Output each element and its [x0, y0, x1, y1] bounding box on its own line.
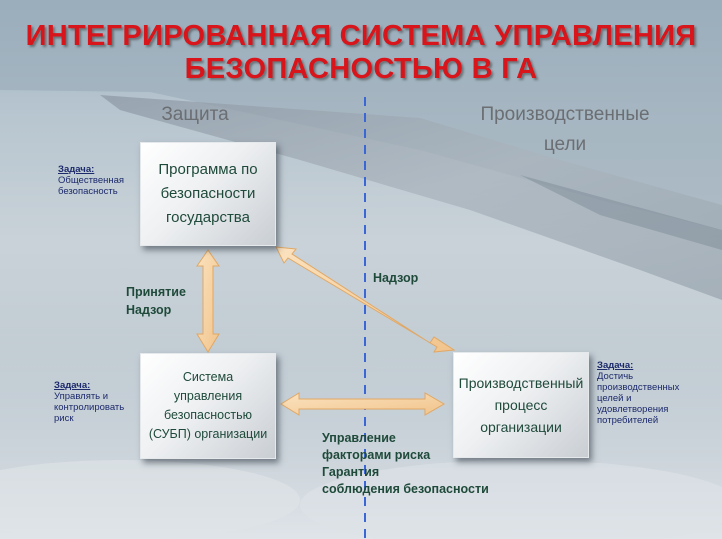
link-label-risk-management: Управление факторами риска Гарантия собл…: [322, 431, 489, 496]
link-label-oversight: Надзор: [373, 271, 419, 285]
task-note-production-goals: Задача: Достичь производственных целей и…: [597, 360, 679, 426]
title-line-2: БЕЗОПАСНОСТЬЮ В ГА: [184, 53, 538, 85]
link-label-acceptance-oversight: Принятие Надзор: [126, 285, 186, 317]
state-safety-program-box: Программа по безопасности государства: [140, 142, 276, 246]
sms-organization-box: Система управления безопасностью (СУБП) …: [140, 353, 276, 459]
task-text: Достичь производственных целей и удовлет…: [597, 371, 680, 426]
task-heading: Задача:: [54, 380, 91, 391]
task-text: Управлять и контролировать риск: [54, 391, 125, 424]
task-text: Общественная безопасность: [58, 175, 125, 197]
column-heading-protection: Защита: [161, 104, 229, 125]
sms-organization-label: Система управления безопасностью (СУБП) …: [148, 370, 268, 441]
arrow-oversight: [275, 246, 456, 353]
arrow-acceptance-oversight: [196, 249, 220, 353]
task-note-public-safety: Задача: Общественная безопасность: [58, 164, 124, 197]
column-heading-production-goals: Производственные цели: [480, 104, 650, 155]
arrow-risk-management: [280, 392, 445, 416]
title-line-1: ИНТЕГРИРОВАННАЯ СИСТЕМА УПРАВЛЕНИЯ: [25, 20, 697, 52]
production-process-label: Производственный процесс организации: [458, 375, 584, 435]
state-safety-program-label: Программа по безопасности государства: [158, 161, 258, 226]
task-heading: Задача:: [597, 360, 634, 371]
task-heading: Задача:: [58, 164, 95, 175]
task-note-risk-control: Задача: Управлять и контролировать риск: [54, 380, 124, 424]
production-process-box: Производственный процесс организации: [453, 352, 589, 458]
